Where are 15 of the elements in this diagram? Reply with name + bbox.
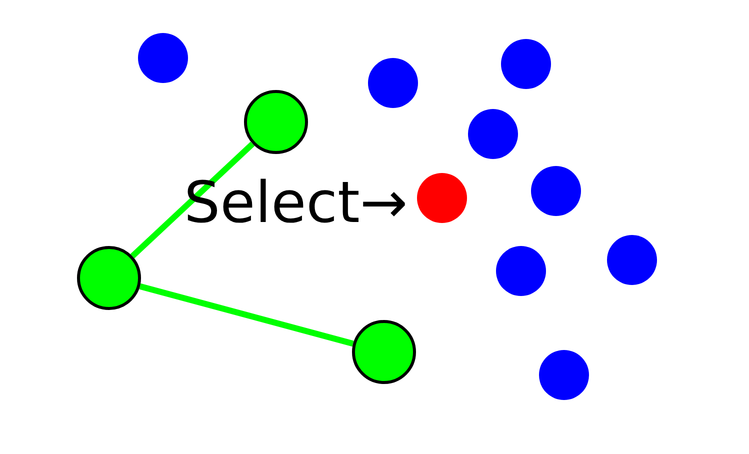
point-marker — [531, 166, 581, 216]
point-marker — [368, 58, 418, 108]
point-marker — [468, 109, 518, 159]
point-marker — [607, 235, 657, 285]
point-marker — [496, 246, 546, 296]
connector-line — [139, 283, 354, 347]
target-point — [417, 173, 467, 223]
connector-line — [130, 142, 255, 258]
graph-node — [244, 90, 308, 154]
point-marker — [539, 350, 589, 400]
graph-node — [77, 246, 141, 310]
annotation-text: Select→ — [184, 175, 408, 232]
point-marker — [501, 39, 551, 89]
point-marker — [138, 33, 188, 83]
graph-node — [352, 320, 416, 384]
